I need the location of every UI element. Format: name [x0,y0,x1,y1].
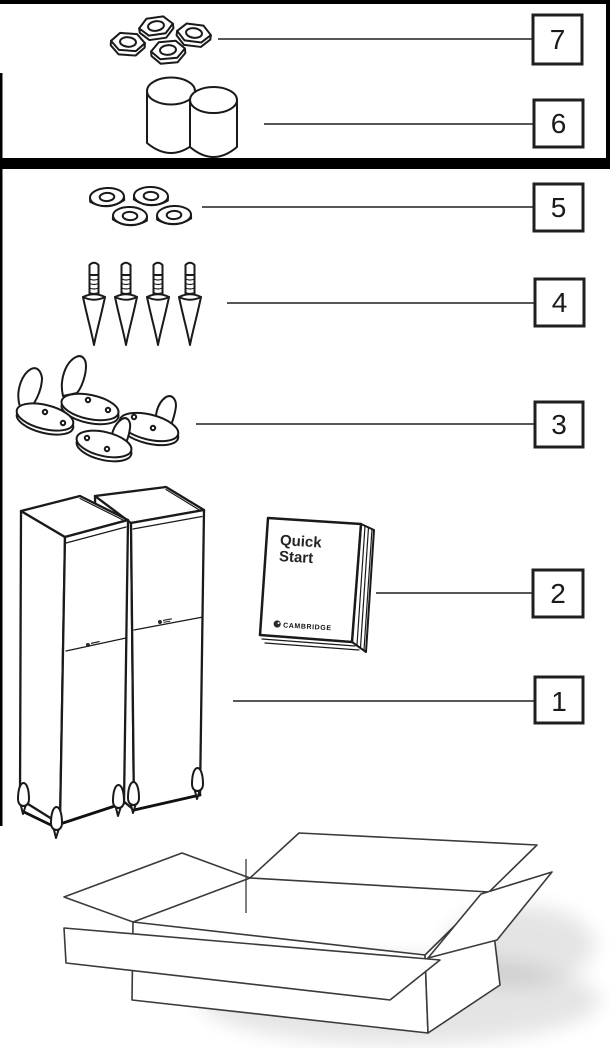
callout-2: 2 [376,568,585,619]
booklet-brand: CAMBRIDGE [283,622,332,632]
cambridge-logo-mark [158,618,172,624]
floor-spike [82,261,106,346]
foam-bungs-illustration [146,76,238,158]
outrigger-foot [60,355,120,426]
outrigger-feet-illustration [15,355,180,463]
callout-number-2: 2 [550,578,566,609]
outrigger-foot [118,395,180,447]
callout-box-2 [531,568,585,619]
left-border-line [0,73,3,826]
right-border-top-section [606,0,610,169]
hex-nuts-illustration [109,14,213,66]
top-border-bar [0,0,610,4]
hex-nut [136,14,176,43]
cambridge-logo-mark [86,640,100,647]
washers-illustration [88,185,193,227]
washer [132,185,170,207]
callout-number-6: 6 [551,108,567,139]
callout-number-7: 7 [550,24,566,55]
speaker-left [17,494,130,839]
callout-box-6 [532,98,585,149]
speaker-foot [112,784,125,817]
callout-number-4: 4 [552,287,568,318]
box-back-left-flap [63,852,251,923]
callout-box-4 [533,277,586,328]
callout-box-3 [533,400,585,449]
floor-spikes-illustration [82,261,202,346]
callout-box-5 [532,182,585,233]
floorstanding-speakers-illustration [17,485,206,839]
callout-box-1 [533,675,585,725]
speaker-foot [17,782,30,815]
section-divider-bar [0,158,610,169]
callouts: 7 6 5 4 3 2 1 [196,13,586,725]
booklet-cover [258,516,363,644]
callout-number-3: 3 [551,409,567,440]
floor-spike [114,261,138,346]
booklet-title-line2: Start [278,548,313,567]
callout-number-1: 1 [551,686,567,717]
outrigger-foot [15,367,75,436]
washer [111,205,149,227]
floor-spike [178,261,202,346]
callout-3: 3 [196,400,585,449]
hex-nut [109,31,147,58]
callout-box-7 [531,13,584,66]
callout-number-5: 5 [551,192,567,223]
speaker-foot [50,806,63,839]
callout-7: 7 [218,13,584,66]
box-front-flap [63,927,441,1001]
outrigger-foot [75,417,133,463]
callout-4: 4 [227,277,586,328]
callout-5: 5 [202,182,585,233]
packaging-box-illustration [63,832,600,1045]
booklet-title-line1: Quick [279,532,322,552]
box-back-right-flap [249,832,538,893]
hex-nut [149,39,188,66]
box-right-flap [427,871,553,959]
washer [155,204,193,226]
washer [88,186,126,209]
floor-spike [146,261,170,346]
page-frame [0,0,610,826]
quick-start-guide-illustration: Quick Start CAMBRIDGE [258,516,375,653]
callout-1: 1 [233,675,585,725]
callout-6: 6 [264,98,585,149]
